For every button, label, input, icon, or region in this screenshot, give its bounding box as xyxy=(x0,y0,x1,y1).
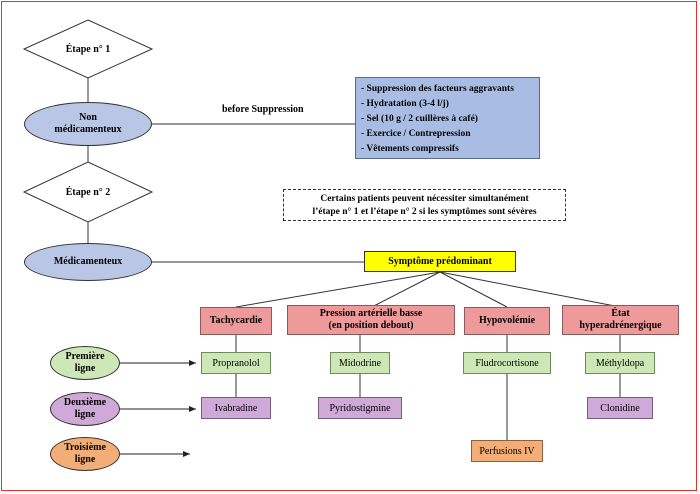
note-line2: l’étape n° 1 et l’étape n° 2 si les symp… xyxy=(312,207,537,217)
ellipse-second-line: Deuxième ligne xyxy=(50,392,120,426)
drug-fludrocortisone-label: Fludrocortisone xyxy=(475,357,539,369)
ellipse-third-line: Troisième ligne xyxy=(50,437,120,471)
symptom-tachy-label: Tachycardie xyxy=(209,315,263,326)
non-med-line1: Non xyxy=(79,112,97,123)
nonpharm-item: - Sel (10 g / 2 cuillères à café) xyxy=(361,114,478,124)
drug-clonidine: Clonidine xyxy=(587,397,653,419)
nonpharm-list-box: - Suppression des facteurs aggravants - … xyxy=(355,77,540,159)
nonpharm-item: - Vêtements compressifs xyxy=(361,144,459,154)
drug-ivabradine: Ivabradine xyxy=(201,397,271,419)
second-line-2: ligne xyxy=(74,409,96,420)
drug-methyldopa: Méthyldopa xyxy=(585,352,655,374)
drug-pyridostigmine: Pyridostigmine xyxy=(318,397,402,419)
nonpharm-item: - Exercice / Contrepression xyxy=(361,129,471,139)
symptom-hyper-line2: hyperadrénergique xyxy=(579,320,662,331)
drug-clonidine-label: Clonidine xyxy=(600,402,640,414)
symptom-hyperadrenergique: État hyperadrénergique xyxy=(562,305,679,335)
predominant-label: Symptôme prédominant xyxy=(388,256,492,267)
symptom-pressure-line2: (en position debout) xyxy=(328,320,414,331)
drug-methyldopa-label: Méthyldopa xyxy=(595,357,645,369)
step2-label: Étape n° 2 xyxy=(66,186,111,198)
drug-perfusions-iv: Perfusions IV xyxy=(471,440,543,462)
drug-propranolol: Propranolol xyxy=(201,352,271,374)
drug-pyridostigmine-label: Pyridostigmine xyxy=(329,402,391,414)
ellipse-medicamenteux: Médicamenteux xyxy=(24,243,152,281)
ellipse-non-medicamenteux: Non médicamenteux xyxy=(24,102,152,146)
drug-propranolol-label: Propranolol xyxy=(212,357,260,369)
nonpharm-item: - Suppression des facteurs aggravants xyxy=(361,84,514,94)
symptom-hypo-label: Hypovolémie xyxy=(478,315,536,326)
symptom-hypovolemie: Hypovolémie xyxy=(464,307,550,335)
predominant-symptom-box: Symptôme prédominant xyxy=(364,251,516,272)
diamond-step1 xyxy=(22,19,154,79)
note-line1: Certains patients peuvent nécessiter sim… xyxy=(320,194,529,204)
non-med-line2: médicamenteux xyxy=(54,124,122,135)
edge-label: before Suppression xyxy=(222,104,304,115)
symptom-tachycardie: Tachycardie xyxy=(200,307,272,335)
third-line-1: Troisième xyxy=(64,442,106,453)
diamond-step2 xyxy=(22,161,154,223)
note-box: Certains patients peuvent nécessiter sim… xyxy=(283,189,566,221)
second-line-1: Deuxième xyxy=(63,397,107,408)
fan-pressure xyxy=(371,271,441,308)
step1-label: Étape n° 1 xyxy=(66,43,111,55)
symptom-pressure-line1: Pression artérielle basse xyxy=(319,308,423,319)
med-label: Médicamenteux xyxy=(53,256,123,267)
fan-hypo xyxy=(439,271,508,308)
nonpharm-item: - Hydratation (3-4 l/j) xyxy=(361,99,449,109)
ellipse-first-line: Première ligne xyxy=(50,346,120,380)
first-line-1: Première xyxy=(65,351,105,362)
drug-ivabradine-label: Ivabradine xyxy=(214,402,258,414)
drug-midodrine-label: Midodrine xyxy=(338,357,382,369)
symptom-hyper-line1: État xyxy=(611,308,630,319)
fan-hyper xyxy=(439,271,621,308)
symptom-pression: Pression artérielle basse (en position d… xyxy=(287,305,455,335)
fan-tachy xyxy=(235,271,441,308)
drug-fludrocortisone: Fludrocortisone xyxy=(463,352,551,374)
drug-perfusions-label: Perfusions IV xyxy=(479,445,535,457)
drug-midodrine: Midodrine xyxy=(330,352,390,374)
third-line-2: ligne xyxy=(74,454,96,465)
first-line-2: ligne xyxy=(74,363,96,374)
